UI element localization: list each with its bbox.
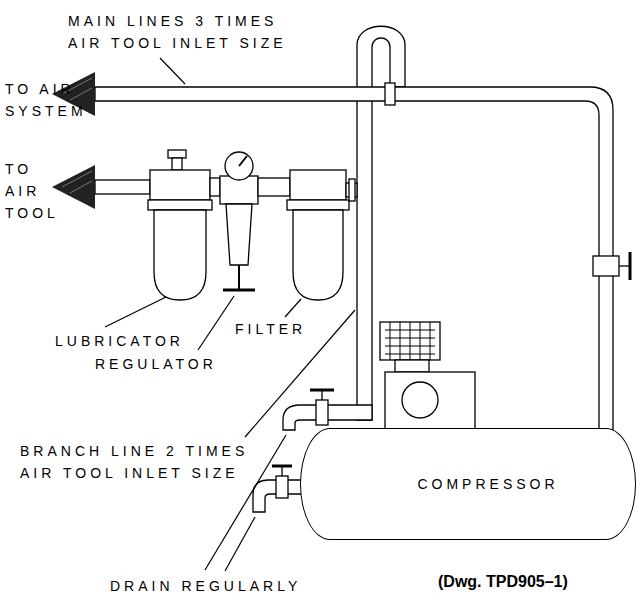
flow-label: TO AIR TOOL bbox=[5, 158, 59, 224]
lubricator-head bbox=[150, 170, 210, 200]
tank-label: COMPRESSOR bbox=[417, 476, 558, 492]
callout-text: BRANCH LINE 2 TIMES AIR TOOL INLET SIZE bbox=[20, 440, 260, 484]
connector bbox=[210, 178, 220, 196]
valve-handle bbox=[310, 389, 334, 392]
adjust-stem bbox=[238, 265, 240, 290]
pipe-union bbox=[385, 83, 395, 105]
bowl-rim bbox=[148, 200, 212, 210]
pipe-union bbox=[349, 179, 355, 201]
main-pipe bbox=[95, 87, 613, 440]
adjust-handle bbox=[223, 289, 255, 292]
fill-cap bbox=[168, 150, 186, 158]
connector bbox=[258, 178, 290, 196]
callout-text: MAIN LINES 3 TIMES AIR TOOL INLET SIZE bbox=[68, 10, 308, 54]
regulator-bowl bbox=[226, 204, 252, 265]
callout-text: DRAIN REGULARLY bbox=[110, 575, 301, 597]
pressure-gauge bbox=[225, 152, 253, 180]
motor-pulley bbox=[402, 382, 438, 418]
drawing-number: (Dwg. TPD905–1) bbox=[438, 572, 568, 592]
valve-handle bbox=[629, 252, 632, 280]
drain-valve bbox=[276, 476, 288, 498]
tool-pipe bbox=[95, 180, 150, 194]
part-name: FILTER bbox=[235, 318, 306, 340]
compressor-body bbox=[385, 372, 475, 430]
flow-label: TO AIR SYSTEM bbox=[5, 78, 87, 122]
compressor-tank: COMPRESSOR bbox=[300, 428, 636, 540]
drain-valve bbox=[316, 400, 328, 425]
fill-plug bbox=[172, 158, 182, 170]
part-name: REGULATOR bbox=[95, 353, 217, 375]
filter-bowl bbox=[293, 210, 343, 300]
bowl-rim bbox=[287, 200, 349, 210]
filter-head bbox=[290, 170, 346, 200]
compressor-neck bbox=[395, 360, 429, 372]
valve-stem bbox=[619, 265, 630, 266]
valve-handle bbox=[272, 465, 292, 468]
part-name: LUBRICATOR bbox=[55, 330, 184, 352]
lubricator-bowl bbox=[154, 210, 206, 300]
cooling-fins bbox=[380, 322, 440, 360]
shutoff-valve bbox=[593, 256, 619, 276]
gauge-needle bbox=[239, 156, 247, 166]
flow-arrow bbox=[52, 165, 95, 209]
